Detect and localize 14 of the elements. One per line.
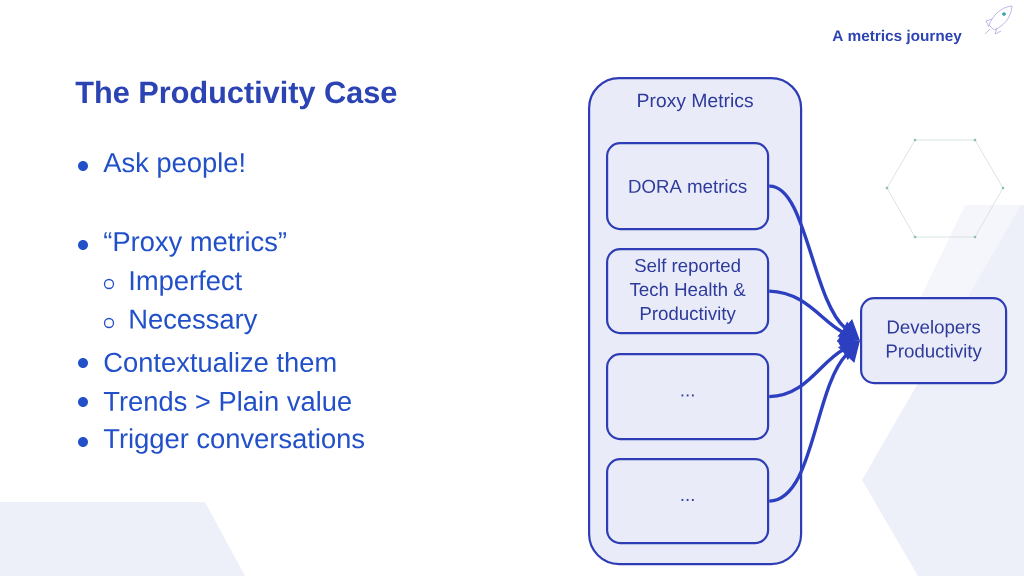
- process-box: Self reported Tech Health & Productivity: [606, 248, 770, 335]
- process-box: Developers Productivity: [860, 297, 1008, 385]
- list-item: “Proxy metrics”: [104, 231, 286, 257]
- process-box: ...: [606, 353, 770, 441]
- process-box: ...: [606, 458, 770, 545]
- list-item: Ask people!: [103, 152, 244, 178]
- list-item: Necessary: [130, 309, 258, 335]
- list-item: Trigger conversations: [103, 428, 364, 454]
- process-box: DORA metrics: [606, 142, 770, 231]
- list-item: Trends > Plain value: [103, 390, 351, 412]
- list-item: Imperfect: [130, 270, 242, 296]
- list-item: Contextualize them: [104, 351, 336, 373]
- header-text: A metrics journey: [832, 29, 962, 45]
- slide-title: The Productivity Case: [75, 80, 397, 110]
